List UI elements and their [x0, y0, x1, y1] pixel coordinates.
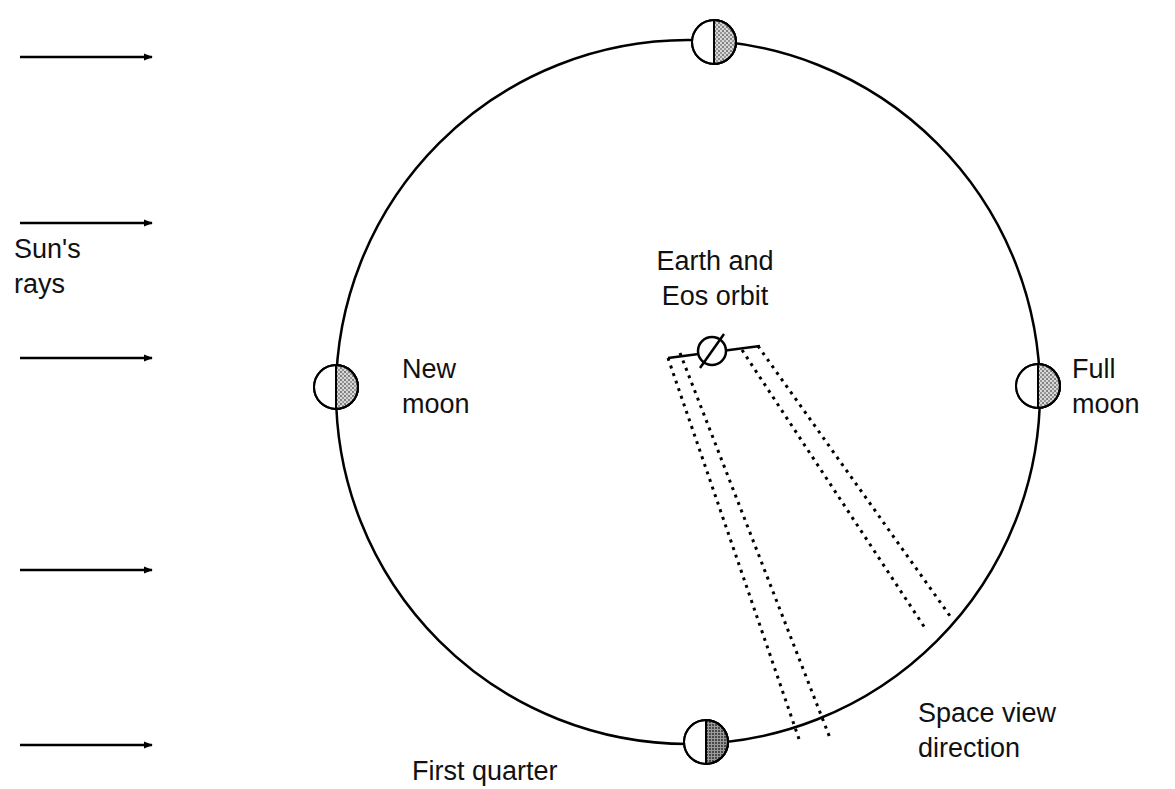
earth-symbol: [668, 334, 760, 368]
orbit-circle: [336, 40, 1040, 744]
moon-symbols: [314, 20, 1060, 764]
earth-label: Earth and Eos orbit: [630, 244, 800, 314]
moon-phase-label: First quarter: [412, 754, 672, 789]
sun-rays-label: Sun's rays: [14, 232, 94, 302]
moon-phase-label: New moon: [402, 352, 512, 422]
view-direction-label: Space view direction: [918, 696, 1128, 766]
space-view-lines: [668, 346, 950, 742]
sun-rays: [20, 57, 152, 745]
moon-phase-label: Full moon: [1072, 352, 1168, 422]
